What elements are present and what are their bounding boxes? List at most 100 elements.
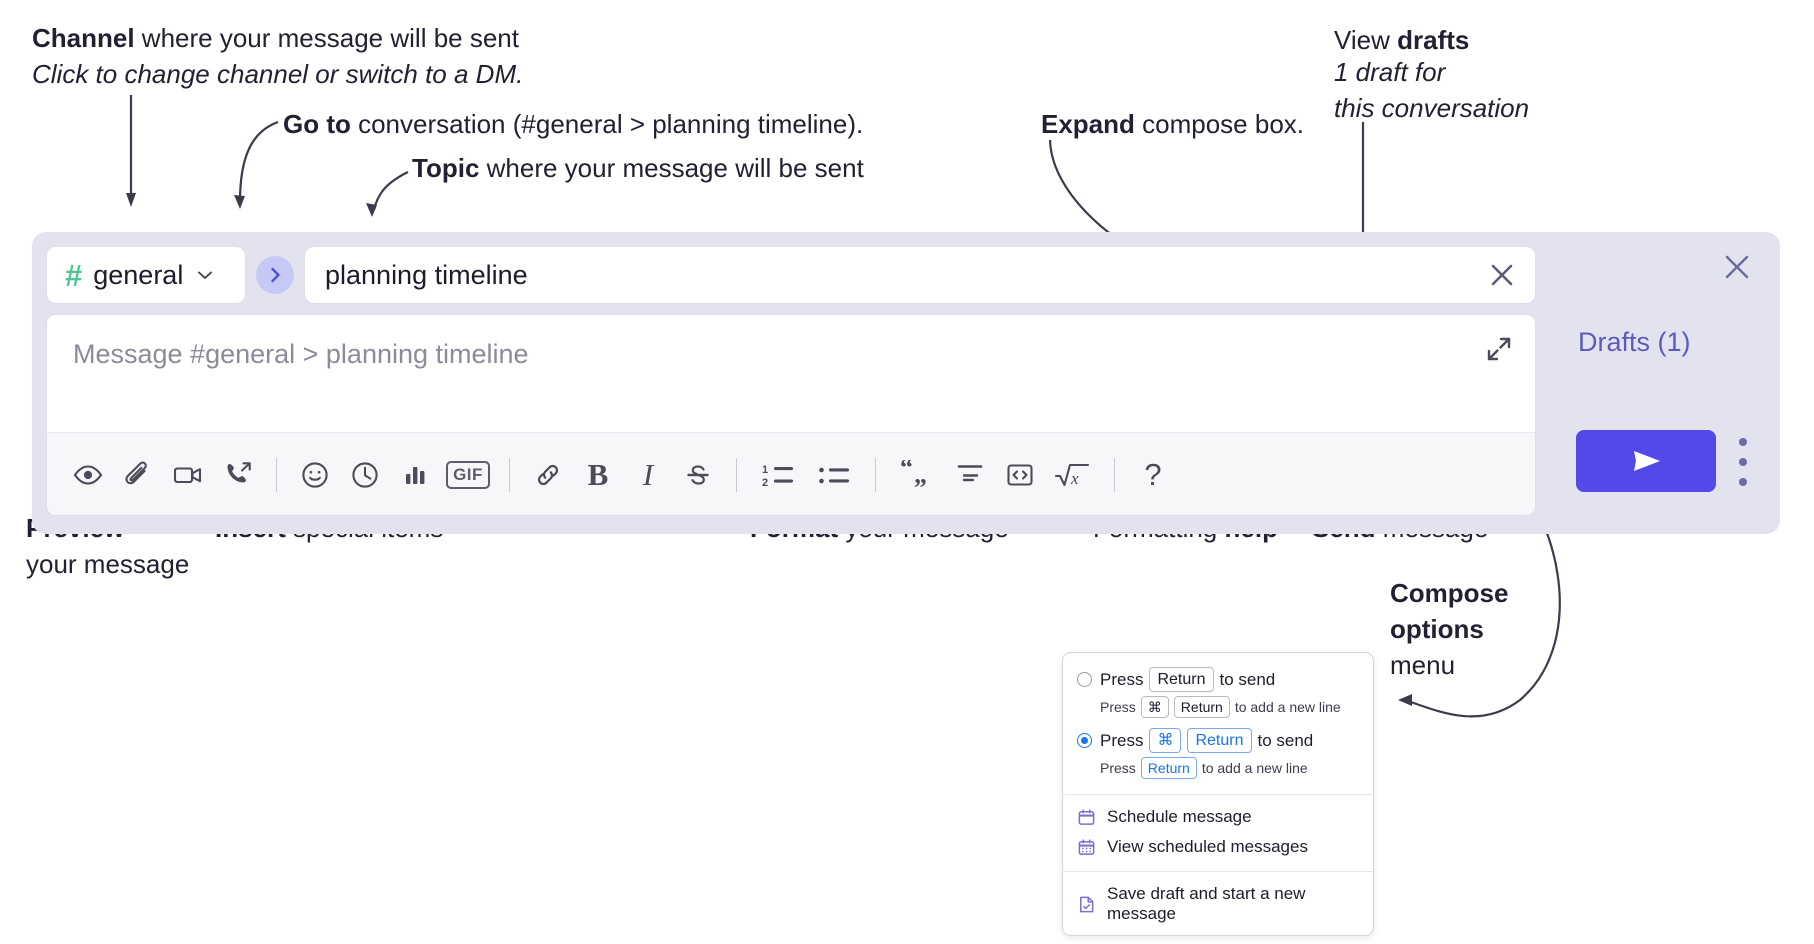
calendar-icon (1077, 808, 1096, 827)
topic-field[interactable]: planning timeline (304, 246, 1536, 304)
expand-icon[interactable] (1483, 333, 1515, 365)
close-icon[interactable] (1720, 250, 1754, 284)
gif-icon[interactable]: GIF (440, 450, 496, 500)
radio-option-return-to-send-sub: Press ⌘ Return to add a new line (1063, 692, 1373, 724)
message-input[interactable]: Message #general > planning timeline (47, 315, 1535, 433)
bar-chart-icon[interactable] (390, 450, 440, 500)
menu-item-view-scheduled-messages[interactable]: View scheduled messages (1063, 832, 1373, 862)
key-command: ⌘ (1140, 696, 1169, 718)
annotation-channel-rest: where your message will be sent (134, 23, 519, 53)
annotation-topic-bold: Topic (412, 153, 480, 183)
annotation-channel-sub: Click to change channel or switch to a D… (32, 59, 524, 89)
ordered-list-icon[interactable]: 1 2 (750, 450, 806, 500)
clock-icon[interactable] (340, 450, 390, 500)
menu-item-save-draft[interactable]: Save draft and start a new message (1063, 879, 1373, 929)
help-label: ? (1144, 456, 1162, 492)
bold-icon[interactable]: B (573, 450, 623, 500)
compose-inner: # general planning timeline (46, 246, 1536, 516)
bulleted-list-icon[interactable] (806, 450, 862, 500)
message-placeholder: Message #general > planning timeline (73, 339, 529, 369)
annotation-compose-options: Compose options menu (1390, 575, 1508, 683)
italic-icon[interactable]: I (623, 450, 673, 500)
annotation-drafts-line2: 1 draft for (1334, 57, 1446, 87)
opt-word: Press (1100, 699, 1136, 715)
question-mark-icon[interactable]: ? (1128, 450, 1178, 500)
opt-word: Press (1100, 669, 1144, 689)
channel-picker[interactable]: # general (46, 246, 246, 304)
annotation-drafts: View drafts (1334, 22, 1469, 58)
formatting-toolbar: GIF B I (47, 433, 1535, 515)
menu-item-schedule-message[interactable]: Schedule message (1063, 802, 1373, 832)
separator-2 (509, 457, 510, 492)
close-icon[interactable] (1485, 258, 1519, 292)
separator-4 (875, 457, 876, 492)
menu-item-label: Schedule message (1107, 807, 1252, 826)
radio-option-return-to-send[interactable]: Press Return to send (1063, 663, 1373, 692)
key-return: Return (1173, 696, 1230, 718)
opt-word: Press (1100, 730, 1144, 750)
channel-name: general (93, 259, 184, 290)
annotation-drafts-sub: 1 draft for this conversation (1334, 54, 1529, 126)
menu-item-label: View scheduled messages (1107, 837, 1308, 856)
send-button[interactable] (1576, 430, 1716, 492)
annotation-goto-rest: conversation (#general > planning timeli… (350, 109, 864, 139)
annotation-channel: Channel where your message will be sent (32, 20, 519, 56)
svg-text:2: 2 (762, 477, 768, 489)
annotation-expand: Expand compose box. (1041, 106, 1304, 142)
compose-header-row: # general planning timeline (46, 246, 1536, 304)
radio-button[interactable] (1077, 672, 1092, 687)
drafts-link[interactable]: Drafts (1) (1578, 327, 1691, 357)
phone-outgoing-icon[interactable] (213, 450, 263, 500)
annotation-topic-rest: where your message will be sent (479, 153, 864, 183)
annotation-goto-bold: Go to (283, 109, 351, 139)
menu-divider (1063, 794, 1373, 795)
more-vertical-dot (1739, 478, 1747, 486)
quote-icon[interactable]: “ „ (889, 450, 945, 500)
radio-button[interactable] (1077, 733, 1092, 748)
menu-divider (1063, 871, 1373, 872)
strikethrough-icon[interactable] (673, 450, 723, 500)
separator-1 (276, 457, 277, 492)
compose-options-button[interactable] (1732, 438, 1754, 486)
menu-item-label: Save draft and start a new message (1107, 884, 1306, 923)
inline-code-icon[interactable] (995, 450, 1045, 500)
svg-text:„: „ (914, 460, 927, 489)
eye-icon[interactable] (63, 450, 113, 500)
annotation-topic: Topic where your message will be sent (412, 150, 864, 186)
annotation-drafts-pre: View (1334, 25, 1398, 55)
smiley-icon[interactable] (290, 450, 340, 500)
radio-option-label: Press ⌘ Return to send (1100, 728, 1313, 753)
separator-3 (736, 457, 737, 492)
annotation-drafts-bold: drafts (1397, 25, 1470, 55)
gif-label: GIF (446, 460, 490, 489)
hash-icon: # (65, 257, 82, 293)
annotation-compose-options-rest: menu (1390, 650, 1456, 680)
code-block-icon[interactable] (945, 450, 995, 500)
annotation-compose-options-bold1: Compose (1390, 578, 1509, 608)
annotation-preview-rest: your message (26, 549, 190, 579)
bold-label: B (587, 456, 609, 492)
radio-option-cmd-return-to-send[interactable]: Press ⌘ Return to send (1063, 724, 1373, 753)
message-box: Message #general > planning timeline (46, 314, 1536, 516)
key-return: Return (1187, 728, 1252, 753)
key-command: ⌘ (1149, 728, 1182, 753)
opt-word: to send (1219, 669, 1276, 689)
compose-right-rail: Drafts (1) (1536, 232, 1780, 534)
annotation-goto: Go to conversation (#general > planning … (283, 106, 863, 142)
opt-word: to add a new line (1234, 699, 1341, 715)
key-return: Return (1140, 757, 1197, 779)
chevron-down-icon (195, 265, 215, 285)
goto-conversation-button[interactable] (256, 256, 294, 294)
video-camera-icon[interactable] (163, 450, 213, 500)
more-vertical-dot (1739, 438, 1747, 446)
svg-text:x: x (1070, 469, 1079, 488)
key-return: Return (1149, 667, 1214, 692)
link-icon[interactable] (523, 450, 573, 500)
radio-option-cmd-return-sub: Press Return to add a new line (1063, 753, 1373, 785)
topic-value: planning timeline (325, 259, 528, 290)
paperclip-icon[interactable] (113, 450, 163, 500)
separator-5 (1114, 457, 1115, 492)
square-root-x-icon[interactable]: x (1045, 450, 1101, 500)
annotation-expand-bold: Expand (1041, 109, 1135, 139)
calendar-dots-icon (1077, 838, 1096, 857)
